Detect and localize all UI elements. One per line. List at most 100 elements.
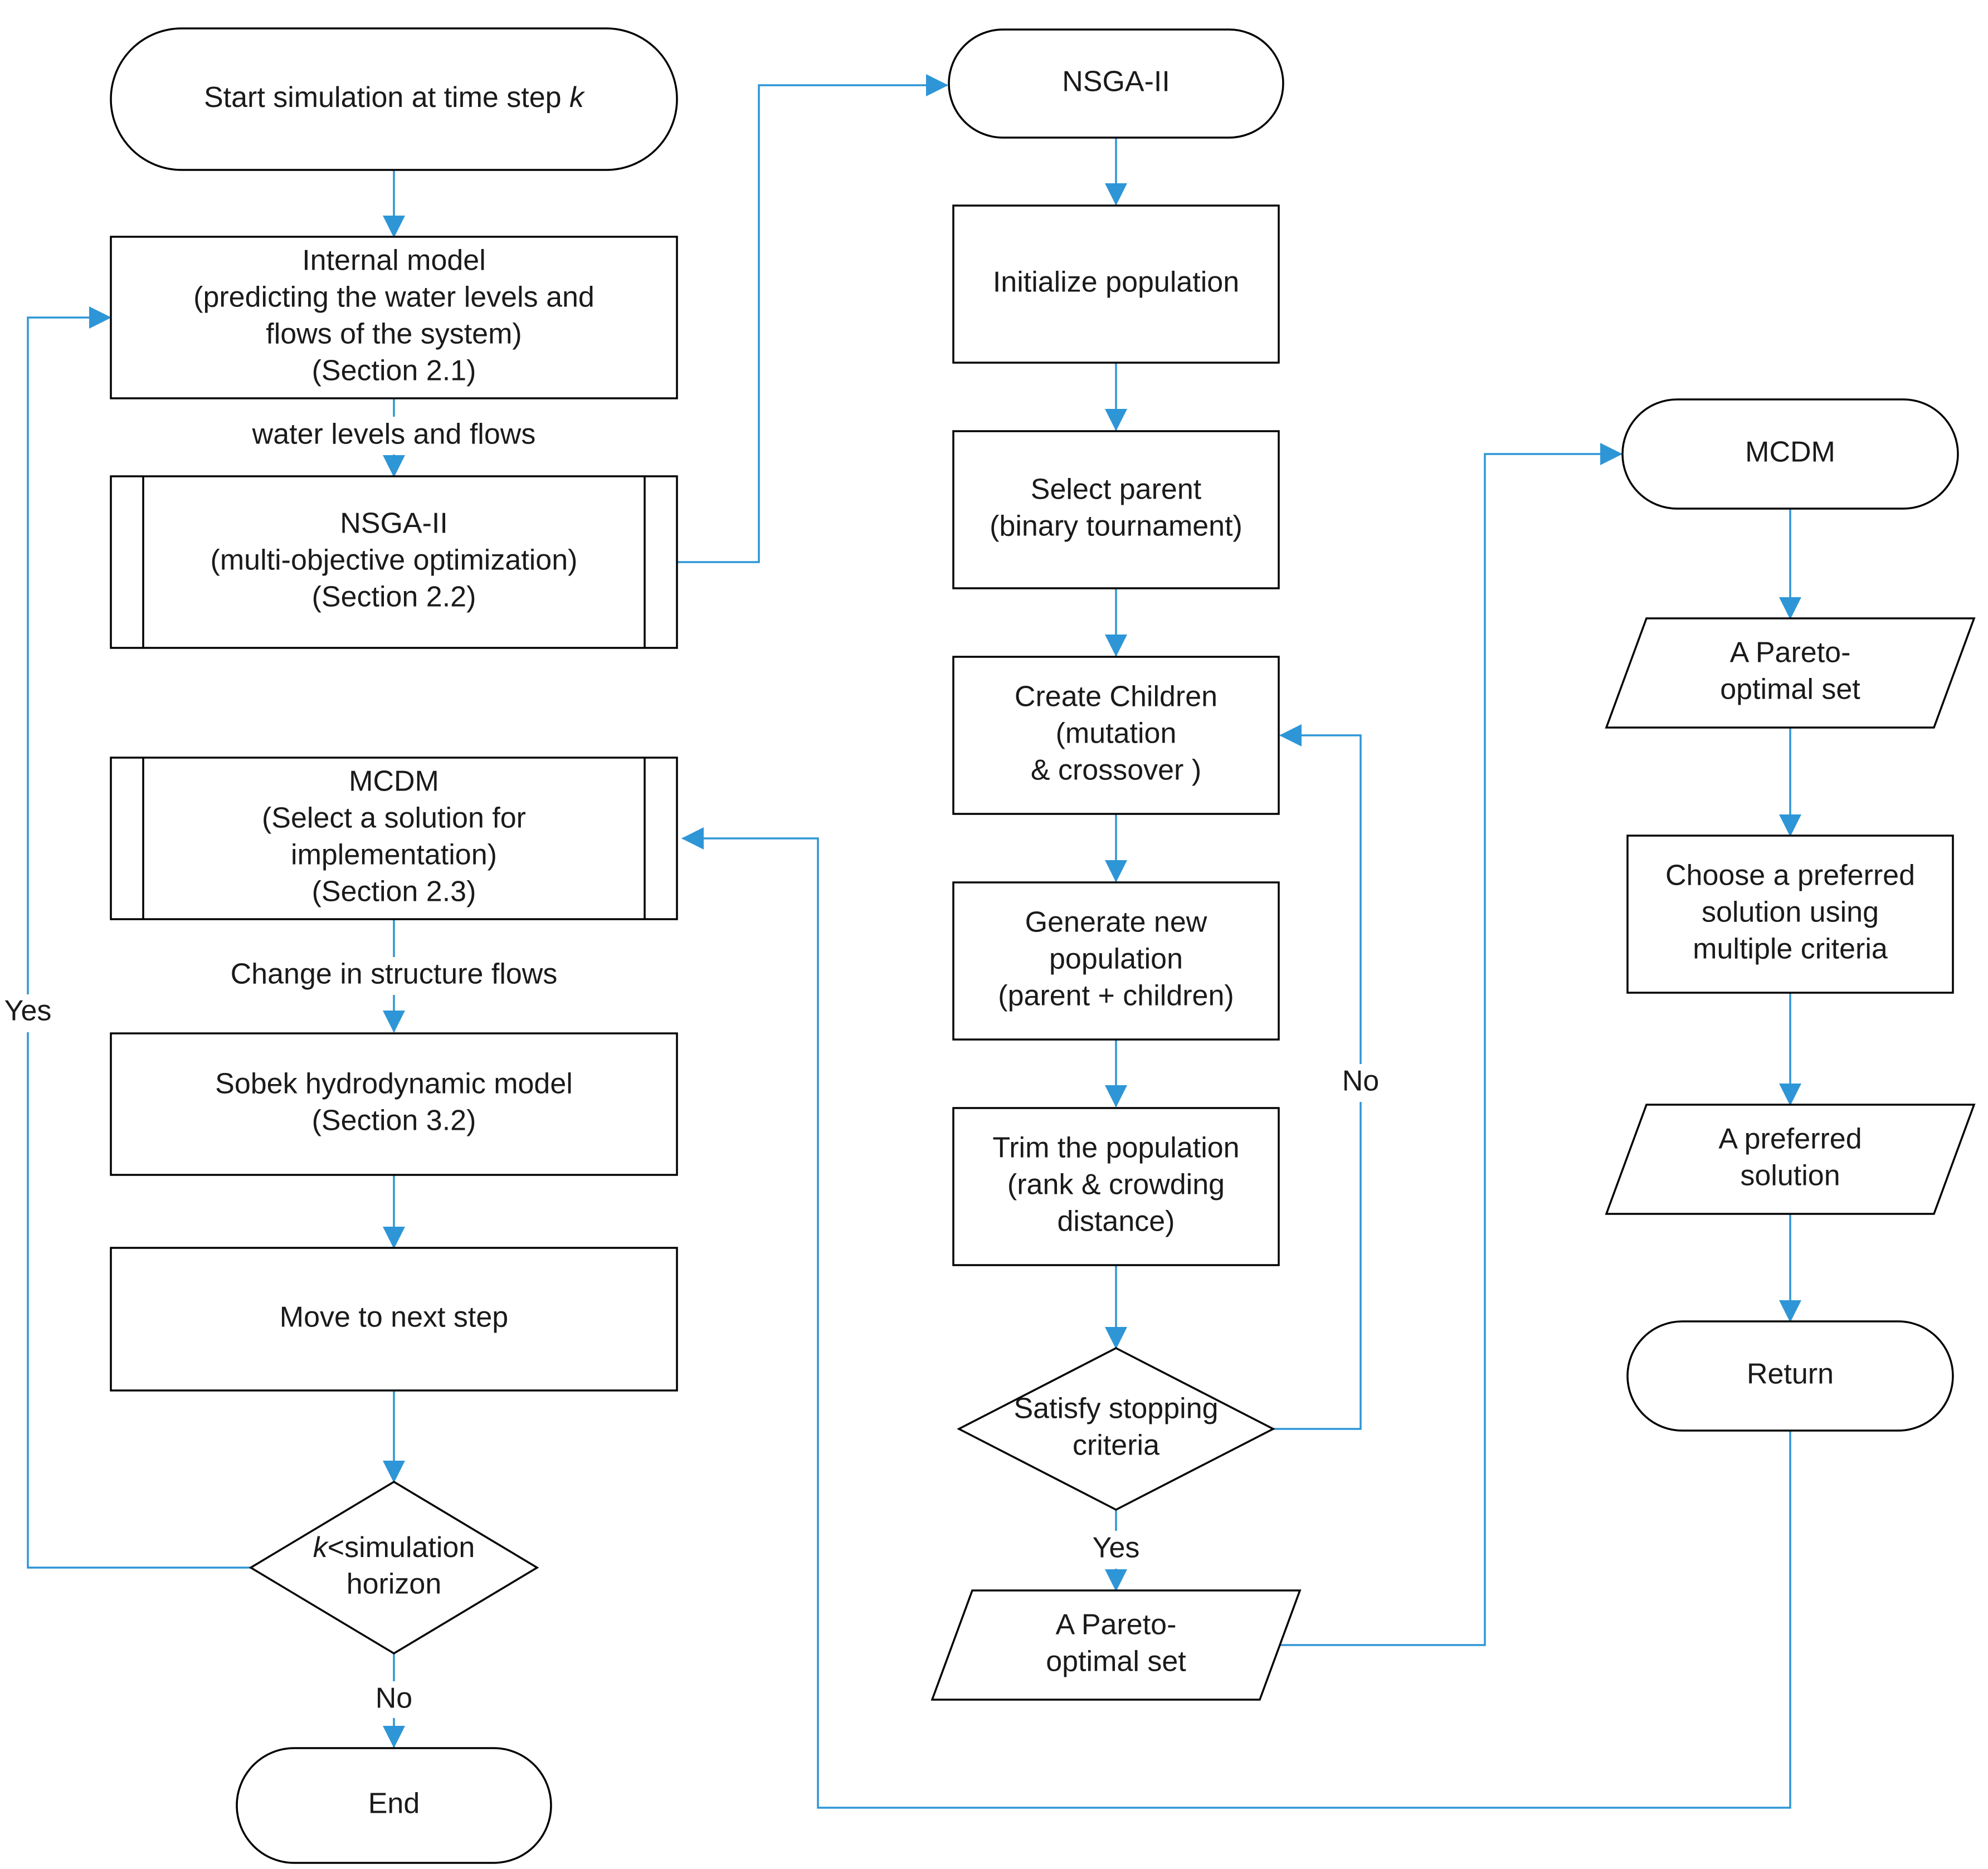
edge-label-yes-loop: Yes [4,995,52,1027]
node-label-line: MCDM [349,765,439,798]
node-label-line: optimal set [1720,674,1860,706]
node-label-line: Select parent [1031,474,1202,506]
node-label-line: (Section 2.2) [312,581,476,613]
node-shape-terminal [110,27,678,171]
node-label-line: Trim the population [992,1132,1239,1164]
node-label-line: MCDM [1745,436,1835,469]
node-label-line: Internal model [302,245,486,277]
node-label-line: (predicting the water levels and [193,281,595,314]
node-label-line: A Pareto- [1730,637,1851,669]
node-shape-process [1626,835,1954,994]
node-shape-decision [957,1347,1275,1511]
node-label-line: solution using [1702,896,1879,929]
node-label-line: & crossover ) [1031,754,1201,787]
node-select-parent: Select parent (binary tournament) [952,430,1280,589]
node-label-line: Create Children [1015,681,1217,713]
node-label-line: horizon [347,1568,442,1600]
node-label-line: (Select a solution for [262,802,526,835]
node-label-line: Generate new [1025,906,1207,939]
node-shape-terminal [236,1747,552,1864]
arrow-return-to-mcdm-sub [681,827,1791,1809]
node-mcdm-sub: MCDM (Select a solution for implementation… [110,757,678,920]
node-shape-data [1605,617,1976,729]
node-label-line: implementation) [291,839,497,871]
edge-label-no-loop: No [1342,1065,1379,1097]
node-shape-process [952,430,1280,589]
node-label-line: Choose a preferred [1665,860,1915,892]
label-bg [217,957,571,995]
node-label-line: (rank & crowding [1007,1169,1225,1201]
node-label-line: Satisfy stopping [1014,1393,1218,1425]
node-trim-pop: Trim the population (rank & crowding dista… [952,1107,1280,1266]
node-horizon-check: k<simulation horizon [248,1480,539,1655]
label-bg [4,994,51,1032]
node-return: Return [1626,1320,1954,1432]
node-pareto-in: A Pareto-optimal set [1605,617,1976,729]
node-move-next: Move to next step [110,1247,678,1392]
node-label-line: A Pareto- [1056,1609,1177,1641]
node-internal-model: Internal model (predicting the water leve… [110,236,678,399]
node-label-line: End [368,1788,420,1820]
node-generate-pop: Generate new population (parent + children… [952,881,1280,1041]
node-shape-data [1605,1104,1976,1215]
edge-label-no-end: No [376,1682,412,1715]
node-label-line: criteria [1073,1429,1159,1462]
node-shape-data [930,1589,1302,1701]
node-label-line: (multi-objective optimization) [211,544,578,577]
node-nsga-sub: NSGA-II (multi-objective optimization) (Se… [110,475,678,649]
node-choose-pref: Choose a preferred solution using multiple… [1626,835,1954,994]
nodes: Start simulation at time step k Internal … [110,27,1976,1864]
node-label-line: (Section 2.3) [312,876,476,908]
edge-label-yes-pareto: Yes [1093,1532,1140,1564]
node-start: Start simulation at time step k [110,27,678,171]
node-end: End [236,1747,552,1864]
node-label-line: (parent + children) [998,980,1234,1012]
node-label-line: optimal set [1046,1646,1186,1678]
label-bg [1336,1064,1385,1102]
node-mcdm-start: MCDM [1621,398,1959,510]
node-label-line: NSGA-II [340,507,448,540]
node-label-line: Start simulation at time step k [204,81,586,114]
node-label-line: (binary tournament) [990,510,1242,543]
arrow-pareto-out-to-mcdm-start [1279,443,1622,1646]
arrow-nsga-sub-to-nsga-start [677,74,948,563]
node-shape-process [110,236,678,399]
label-bg [240,417,547,455]
arrow-yes-loop-to-internal-model [27,306,251,1569]
node-label-line: population [1049,943,1183,975]
node-create-children: Create Children (mutation & crossover ) [952,656,1280,815]
node-label-line: Return [1747,1358,1834,1390]
node-stop-check: Satisfy stopping criteria [957,1347,1275,1511]
node-shape-process [952,881,1280,1041]
node-label-line: distance) [1058,1206,1175,1238]
node-label-line: Initialize population [993,266,1239,299]
node-label-line: NSGA-II [1062,66,1170,98]
node-shape-process [952,1107,1280,1266]
node-label-line: Sobek hydrodynamic model [215,1068,573,1100]
edge-labels: water levels and flows Change in structu… [4,417,1385,1718]
edge-label-structure-flows: Change in structure flows [231,958,558,990]
node-shape-process [952,204,1280,364]
node-shape-process [110,1032,678,1176]
label-bg [1089,1531,1143,1569]
label-bg [368,1681,420,1718]
node-sobek: Sobek hydrodynamic model(Section 3.2) [110,1032,678,1176]
node-init-pop: Initialize population [952,204,1280,364]
node-shape-decision [248,1480,539,1655]
node-pareto-out: A Pareto-optimal set [930,1589,1302,1701]
node-shape-subprocess [110,757,678,920]
node-nsga-start: NSGA-II [948,28,1284,139]
node-label-line: multiple criteria [1693,933,1888,965]
node-label-line: (Section 2.1) [312,355,476,387]
node-label-line: k<simulation [313,1531,475,1564]
node-label-line: solution [1740,1160,1840,1192]
node-shape-terminal [948,28,1284,139]
node-label-line: Move to next step [280,1301,508,1334]
node-label-line: flows of the system) [266,318,522,350]
connectors [27,74,1801,1809]
node-label-line: (mutation [1056,718,1177,750]
node-shape-terminal [1621,398,1959,510]
edge-label-water-levels: water levels and flows [252,418,536,451]
